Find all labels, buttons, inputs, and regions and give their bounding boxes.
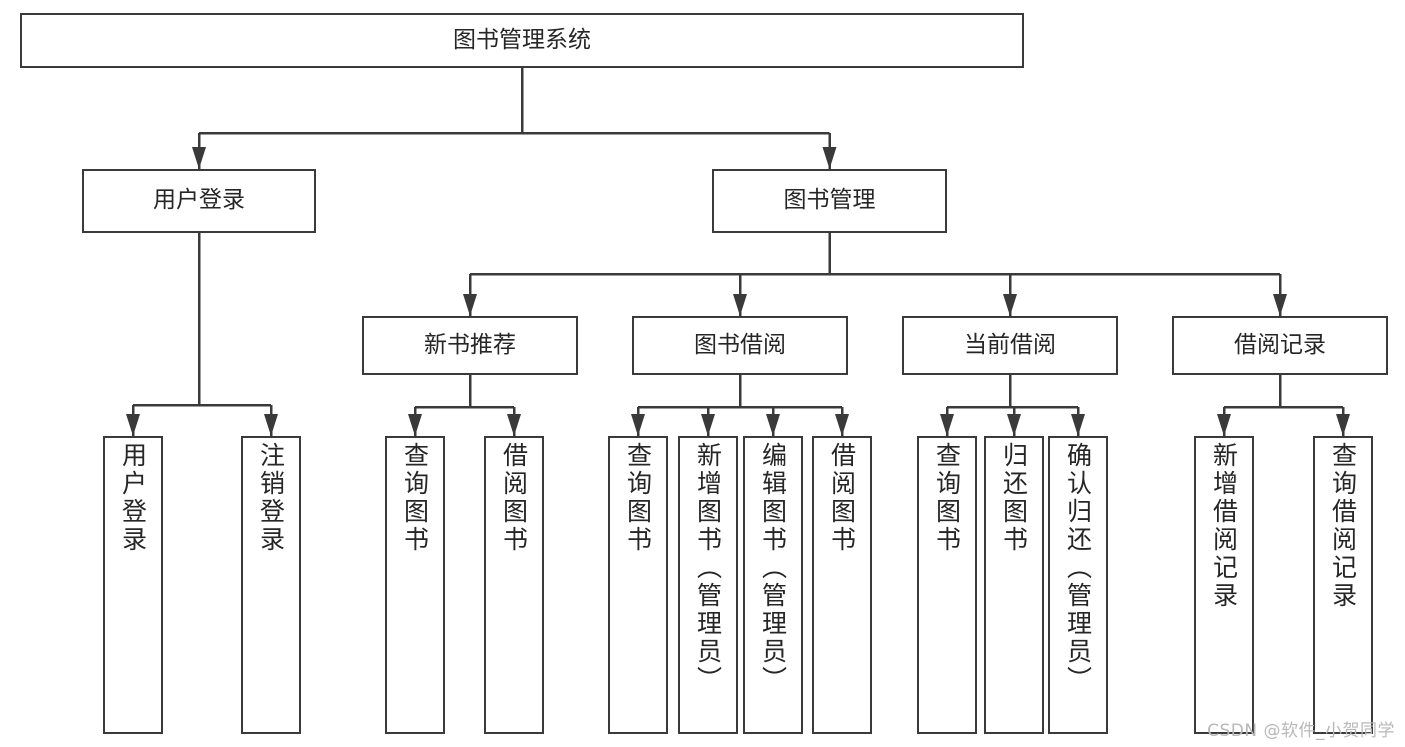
node-borrow-record: 借阅记录 bbox=[1172, 316, 1388, 375]
node-leaf-borrow-book-2: 借阅图书 bbox=[812, 436, 872, 734]
node-leaf-logout: 注销登录 bbox=[241, 436, 301, 734]
node-label-leaf-query-book-1: 查询图书 bbox=[400, 442, 430, 554]
arrowhead-leaf-return-book bbox=[1007, 414, 1021, 436]
node-label-leaf-add-book: 新增图书（管理员） bbox=[693, 442, 723, 694]
arrowhead-book-borrow bbox=[733, 294, 747, 316]
node-label-leaf-confirm-return: 确认归还（管理员） bbox=[1063, 442, 1093, 694]
node-leaf-edit-book: 编辑图书（管理员） bbox=[743, 436, 803, 734]
node-leaf-query-record: 查询借阅记录 bbox=[1313, 436, 1373, 734]
node-label-root: 图书管理系统 bbox=[453, 26, 591, 53]
node-label-leaf-query-book-3: 查询图书 bbox=[932, 442, 962, 554]
arrowhead-leaf-borrow-book-2 bbox=[835, 414, 849, 436]
node-leaf-user-login: 用户登录 bbox=[103, 436, 163, 734]
node-leaf-add-record: 新增借阅记录 bbox=[1194, 436, 1254, 734]
arrowhead-leaf-add-book bbox=[701, 414, 715, 436]
node-label-leaf-query-record: 查询借阅记录 bbox=[1328, 442, 1358, 610]
node-leaf-query-book-1: 查询图书 bbox=[385, 436, 445, 734]
arrowhead-leaf-add-record bbox=[1217, 414, 1231, 436]
arrowhead-book-manage bbox=[822, 147, 837, 169]
arrowhead-leaf-edit-book bbox=[766, 414, 780, 436]
node-leaf-borrow-book-1: 借阅图书 bbox=[484, 436, 544, 734]
node-label-leaf-logout: 注销登录 bbox=[256, 442, 286, 554]
node-leaf-return-book: 归还图书 bbox=[984, 436, 1044, 734]
node-user-login: 用户登录 bbox=[82, 169, 316, 233]
node-label-leaf-add-record: 新增借阅记录 bbox=[1209, 442, 1239, 610]
node-label-borrow-record: 借阅记录 bbox=[1234, 331, 1326, 358]
node-label-user-login: 用户登录 bbox=[153, 187, 245, 214]
node-book-borrow: 图书借阅 bbox=[632, 316, 848, 375]
node-new-book-rec: 新书推荐 bbox=[362, 316, 578, 375]
arrowhead-leaf-logout bbox=[264, 414, 278, 436]
node-leaf-confirm-return: 确认归还（管理员） bbox=[1048, 436, 1108, 734]
arrowhead-leaf-query-record bbox=[1336, 414, 1350, 436]
node-label-current-borrow: 当前借阅 bbox=[964, 331, 1056, 358]
node-label-leaf-borrow-book-2: 借阅图书 bbox=[827, 442, 857, 554]
node-label-book-manage: 图书管理 bbox=[783, 187, 876, 214]
node-label-new-book-rec: 新书推荐 bbox=[424, 331, 516, 358]
node-root: 图书管理系统 bbox=[20, 13, 1024, 68]
node-leaf-query-book-3: 查询图书 bbox=[917, 436, 977, 734]
arrowhead-borrow-record bbox=[1273, 294, 1287, 316]
node-label-leaf-borrow-book-1: 借阅图书 bbox=[499, 442, 529, 554]
arrowhead-leaf-query-book-1 bbox=[408, 414, 422, 436]
node-label-leaf-edit-book: 编辑图书（管理员） bbox=[758, 442, 788, 694]
node-label-leaf-user-login: 用户登录 bbox=[118, 442, 148, 554]
arrowhead-leaf-borrow-book-1 bbox=[507, 414, 521, 436]
arrowhead-leaf-query-book-3 bbox=[940, 414, 954, 436]
node-current-borrow: 当前借阅 bbox=[902, 316, 1118, 375]
node-book-manage: 图书管理 bbox=[712, 169, 947, 233]
arrowhead-new-book-rec bbox=[463, 294, 477, 316]
node-leaf-add-book: 新增图书（管理员） bbox=[678, 436, 738, 734]
arrowhead-current-borrow bbox=[1003, 294, 1017, 316]
node-label-book-borrow: 图书借阅 bbox=[694, 331, 786, 358]
arrowhead-leaf-query-book-2 bbox=[631, 414, 645, 436]
arrowhead-leaf-confirm-return bbox=[1071, 414, 1085, 436]
node-label-leaf-return-book: 归还图书 bbox=[999, 442, 1029, 554]
arrowhead-user-login bbox=[192, 147, 206, 169]
node-label-leaf-query-book-2: 查询图书 bbox=[623, 442, 653, 554]
arrowhead-leaf-user-login bbox=[126, 414, 140, 436]
csdn-watermark: CSDN @软件_小贺同学 bbox=[1207, 721, 1395, 741]
node-leaf-query-book-2: 查询图书 bbox=[608, 436, 668, 734]
